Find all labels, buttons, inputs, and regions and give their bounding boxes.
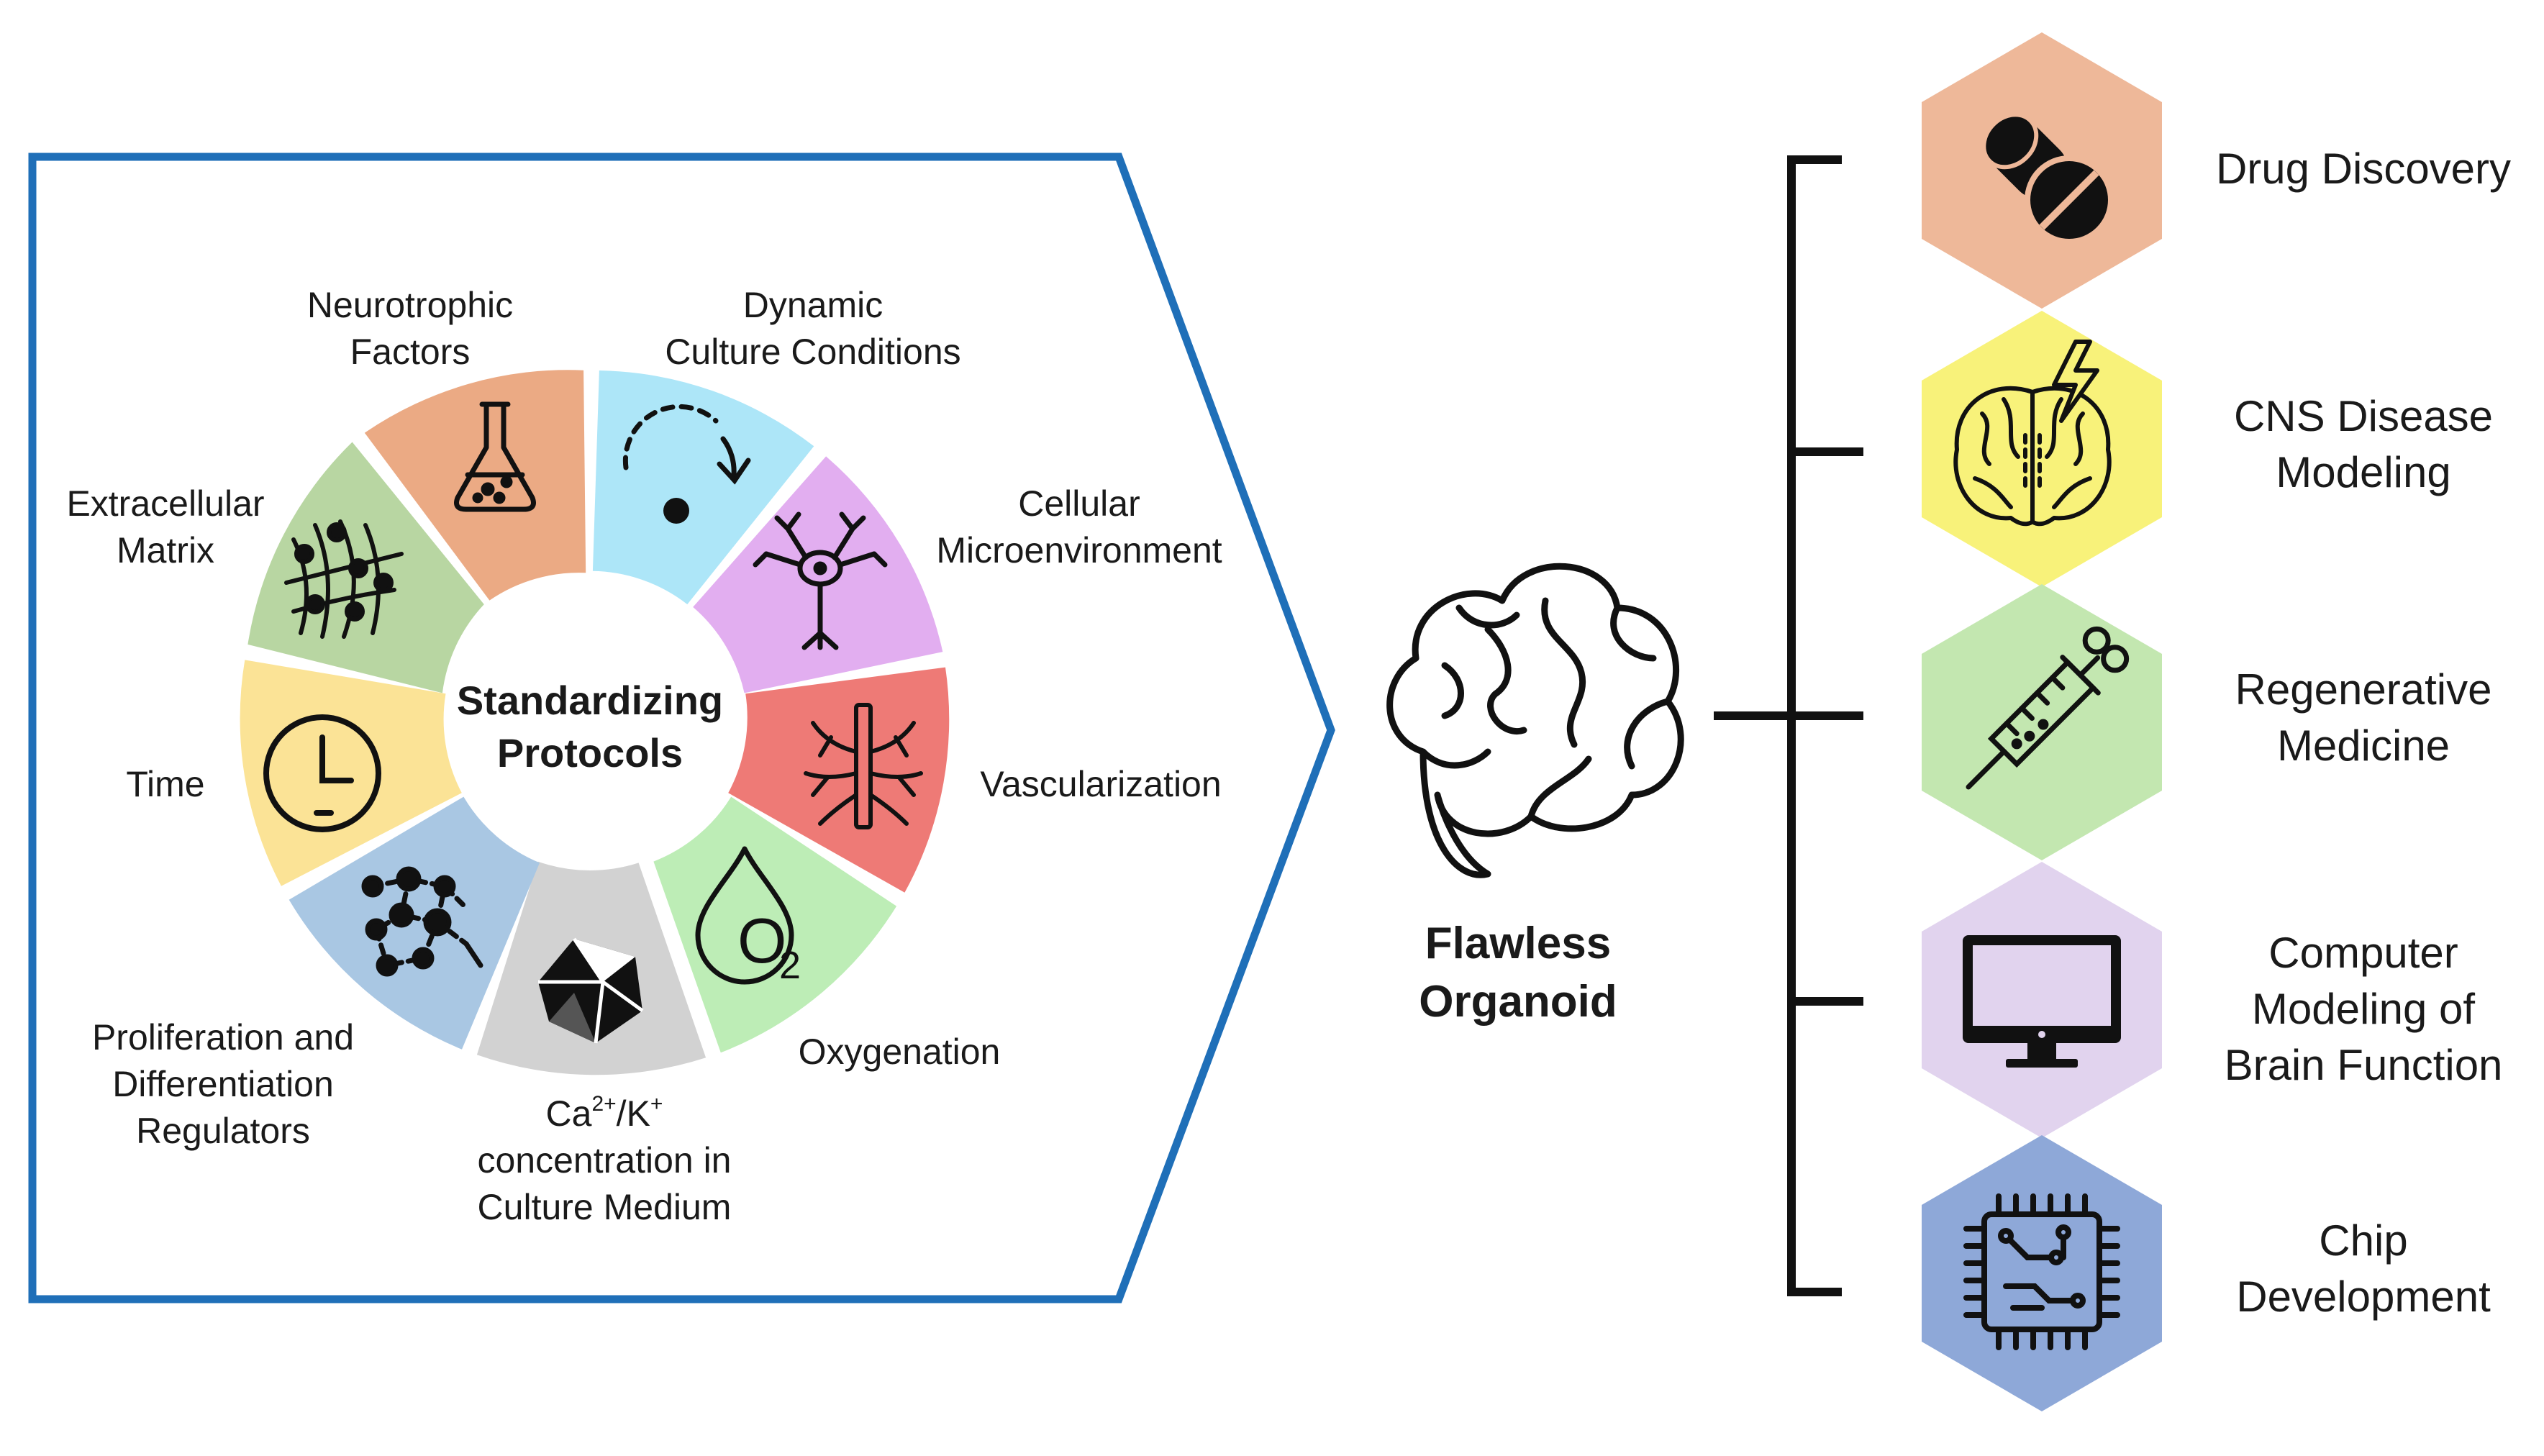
monitor-icon: [1963, 935, 2121, 1068]
microchip-icon: [1963, 1193, 2120, 1350]
molecule-network-icon: [361, 866, 483, 977]
oxygen-drop-icon: O 2: [695, 846, 801, 987]
svg-text:O: O: [737, 905, 786, 976]
clock-icon: [263, 714, 381, 832]
brain-icon: [1386, 563, 1684, 878]
label-vascularization: Vascularization: [980, 764, 1222, 804]
segment-neurotrophic: [364, 370, 586, 601]
label-time: Time: [126, 764, 205, 804]
protocols-frame: [28, 153, 1335, 1303]
brain-lightning-icon: [1953, 340, 2112, 527]
segment-vascularization: [728, 667, 950, 893]
segment-time: [240, 660, 462, 886]
fiber-matrix-icon: [284, 519, 404, 639]
hex-cns: [1922, 311, 2162, 587]
syringe-icon: [1966, 626, 2130, 790]
protocol-ring: [240, 370, 950, 1075]
connector-bracket: [1714, 155, 1863, 1296]
segment-dynamic: [592, 370, 814, 605]
flask-icon: [454, 401, 536, 512]
label-drug: Drug Discovery: [2215, 145, 2512, 193]
crystal-icon: [538, 937, 644, 1044]
blood-vessel-icon: [804, 703, 923, 829]
segment-proliferation: [289, 796, 540, 1050]
neuron-icon: [753, 511, 888, 650]
segment-oxygenation: [653, 796, 897, 1053]
svg-text:2: 2: [779, 944, 801, 987]
center-title: Standardizing Protocols: [456, 678, 724, 775]
hex-chip: [1922, 1135, 2162, 1411]
label-oxygenation: Oxygenation: [798, 1032, 1001, 1072]
rotation-arrow-icon: [622, 404, 751, 524]
pill-capsule-icon: [1981, 112, 2114, 245]
